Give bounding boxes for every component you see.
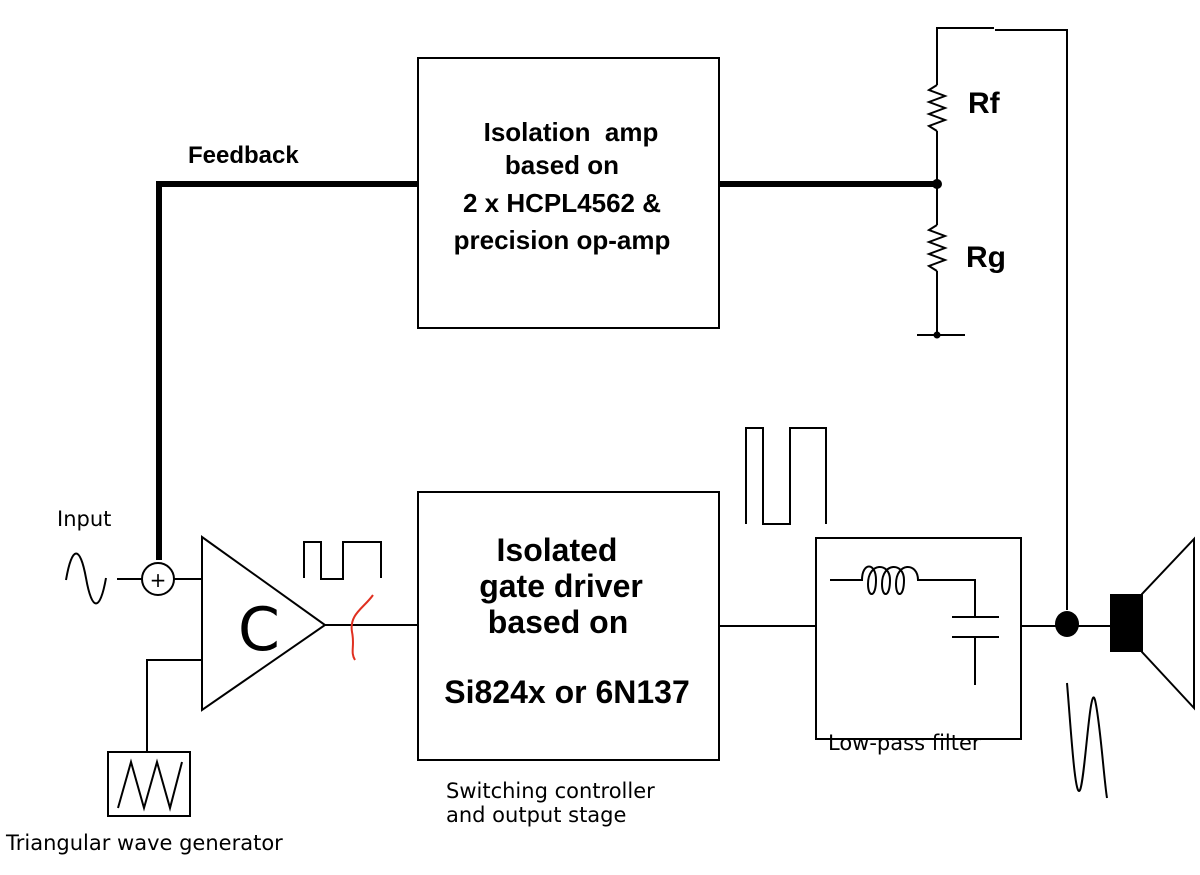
triangular-generator-label: Triangular wave generator — [5, 831, 283, 855]
isolation-amp-line-2: based on — [505, 150, 619, 180]
isolation-amp-line-3: 2 x HCPL4562 & — [463, 188, 661, 218]
output-sine-icon — [1066, 682, 1108, 799]
feedback-wire-left — [156, 181, 418, 560]
low-pass-filter-block — [815, 537, 1022, 740]
input-label: Input — [57, 507, 111, 531]
output-node — [1055, 611, 1079, 637]
input-sine-icon — [65, 552, 107, 605]
isolation-barrier-mark — [350, 594, 374, 661]
switching-controller-label-line-1: Switching controller — [446, 779, 655, 803]
feedback-label: Feedback — [188, 142, 299, 169]
gate-driver-line-1: Isolated — [497, 532, 618, 568]
isolation-amp-block — [417, 57, 720, 329]
gate-driver-line-2: gate driver — [479, 568, 643, 604]
switching-controller-label-line-2: and output stage — [446, 803, 626, 827]
comparator-symbol — [201, 535, 327, 712]
rf-label: Rf — [968, 87, 1001, 120]
pwm-wave-icon-small — [303, 541, 382, 580]
triangle-wave-icon — [117, 758, 183, 812]
triangular-wave-generator-block — [107, 751, 191, 817]
resistor-divider — [917, 27, 1068, 610]
low-pass-filter-label: Low-pass filter — [828, 731, 981, 755]
inductor-symbol — [830, 565, 976, 617]
isolation-amp-line-4: precision op-amp — [454, 225, 671, 255]
resistor-rg — [926, 224, 948, 272]
summing-plus: + — [150, 568, 167, 592]
isolation-amp-line-1: Isolation amp — [484, 117, 659, 147]
gate-driver-line-3: based on — [488, 604, 628, 640]
comparator-label: C — [238, 595, 280, 665]
rg-label: Rg — [966, 241, 1006, 274]
divider-junction — [932, 179, 942, 189]
speaker-cone — [1141, 536, 1195, 711]
gate-driver-line-4: Si824x or 6N137 — [444, 674, 690, 710]
gate-driver-block — [417, 491, 720, 761]
resistor-rf — [926, 84, 948, 132]
pwm-wave-icon-large — [745, 427, 827, 525]
speaker-magnet — [1110, 594, 1142, 652]
